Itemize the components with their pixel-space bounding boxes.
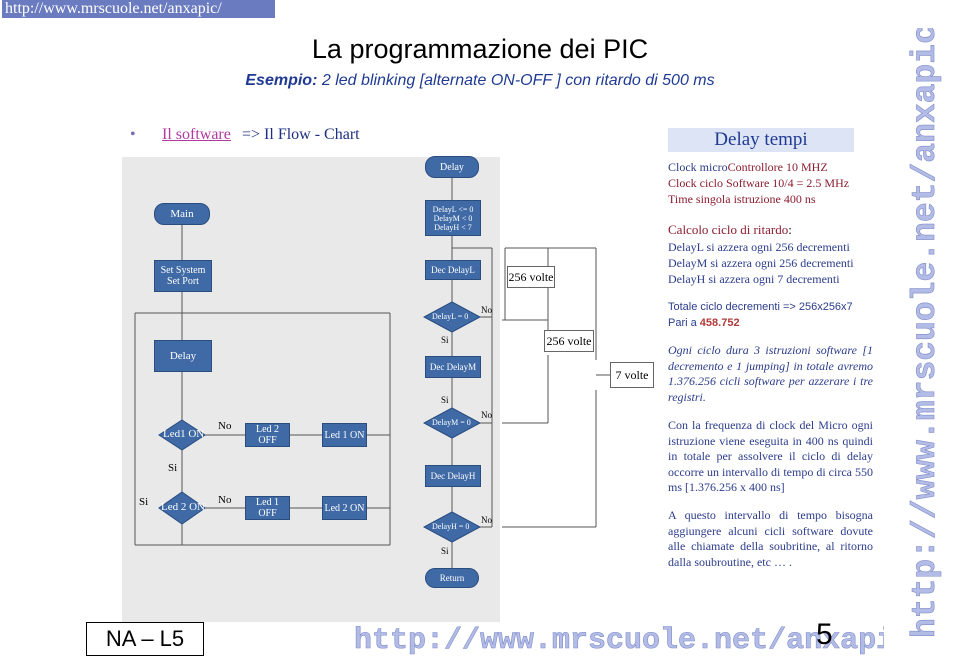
calcolo-title-colon: : [788, 222, 792, 237]
led1-off-box: Led 1 OFF [245, 496, 290, 520]
count-256-low: 256 volte [507, 266, 555, 288]
paragraph-frequenza: Con la frequenza di clock del Micro ogni… [668, 418, 873, 494]
time-istruzione-line: Time singola istruzione 400 ns [668, 192, 816, 206]
clock-micro-prefix: Clock micro [668, 160, 728, 174]
label-si-h: Si [441, 546, 449, 556]
test-delayh-label: DelayH = 0 [432, 522, 470, 531]
decision-delayh-diamond [422, 511, 482, 543]
decision-delayl-diamond [422, 301, 482, 333]
page-number: 5 [816, 618, 833, 651]
pari-line: Pari a 458.752 [668, 316, 873, 332]
main-start-box: Main [154, 203, 210, 225]
watermark-url-right: http://www.mrscuole.net/anxapic/ [907, 28, 945, 638]
label-no-1: No [218, 420, 232, 432]
pari-prefix: Pari a [668, 317, 700, 329]
delay-return-box: Return [425, 568, 479, 588]
label-no-h: No [481, 515, 492, 525]
delay-tempi-title: Delay tempi [668, 128, 854, 152]
label-si-l: Si [441, 335, 449, 345]
watermark-url-bottom: http://www.mrscuole.net/anxapic/ [354, 624, 884, 658]
led2-on-label: Led 2 ON [161, 501, 205, 513]
label-no-2: No [218, 494, 232, 506]
set-system-box: Set System Set Port [154, 260, 212, 292]
count-7-high: 7 volte [610, 362, 654, 388]
calc-delayh: DelayH si azzera ogni 7 decrementi [668, 272, 840, 286]
slide-title: La programmazione dei PIC [311, 34, 649, 64]
software-link[interactable]: Il software [162, 126, 231, 143]
decision-delaym-diamond [422, 407, 482, 439]
paragraph-intervallo: A questo intervallo di tempo bisogna agg… [668, 508, 873, 569]
slide-code-box: NA – L5 [86, 622, 204, 656]
bullet-icon: • [130, 126, 136, 143]
clock-micro-suffix: Controllore 10 MHZ [727, 160, 828, 174]
delay-init-box: DelayL <= 0 DelayM < 0 DelayH < 7 [425, 200, 481, 236]
pari-value: 458.752 [699, 317, 740, 329]
led1-on-box: Led 1 ON [322, 423, 367, 447]
label-no-l: No [481, 305, 492, 315]
delay-call-box: Delay [154, 340, 212, 372]
calc-delaym: DelayM si azzera ogni 256 decrementi [668, 256, 854, 270]
led1-on-label: Led1 ON [163, 428, 205, 440]
paragraph-cicli: Ogni ciclo dura 3 istruzioni software [1… [668, 343, 873, 404]
led2-on-box: Led 2 ON [322, 496, 367, 520]
count-256-mid: 256 volte [544, 330, 594, 352]
dec-delayl-box: Dec DelayL [425, 260, 481, 280]
clock-micro-line: Clock microControllore 10 MHZ [668, 160, 873, 176]
label-no-m: No [481, 410, 492, 420]
svg-text:http://www.mrscuole.net/anxapi: http://www.mrscuole.net/anxapic/ [907, 28, 944, 638]
test-delayl-label: DelayL = 0 [432, 312, 469, 321]
dec-delaym-box: Dec DelayM [425, 356, 481, 378]
label-si-2: Si [139, 496, 149, 508]
dec-delayh-box: Dec DelayH [425, 465, 481, 487]
calcolo-title-text: Calcolo ciclo di ritardo [668, 222, 789, 237]
bullet-text: => Il Flow - Chart [242, 126, 360, 143]
label-si-1: Si [168, 462, 178, 474]
subtitle-label: Esempio: [245, 72, 318, 89]
delay-start-box: Delay [425, 156, 479, 178]
totale-line: Totale ciclo decrementi => 256x256x7 [668, 301, 853, 313]
subtitle-text: 2 led blinking [alternate ON-OFF ] con r… [321, 72, 715, 89]
test-delaym-label: DelayM = 0 [432, 418, 471, 427]
slide-subtitle: Esempio: 2 led blinking [alternate ON-OF… [0, 72, 960, 90]
label-si-m: Si [441, 395, 449, 405]
led2-off-box: Led 2 OFF [245, 423, 290, 447]
calc-delayl: DelayL si azzera ogni 256 decrementi [668, 240, 850, 254]
decision-led2-diamond [158, 491, 206, 525]
svg-text:http://www.mrscuole.net/anxapi: http://www.mrscuole.net/anxapic/ [354, 624, 884, 658]
watermark-url-top: http://www.mrscuole.net/anxapic/ [2, 0, 275, 18]
decision-led1-diamond [158, 419, 206, 451]
clock-ciclo-line: Clock ciclo Software 10/4 = 2.5 MHz [668, 176, 850, 190]
calcolo-title: Calcolo ciclo di ritardo: [668, 222, 873, 238]
